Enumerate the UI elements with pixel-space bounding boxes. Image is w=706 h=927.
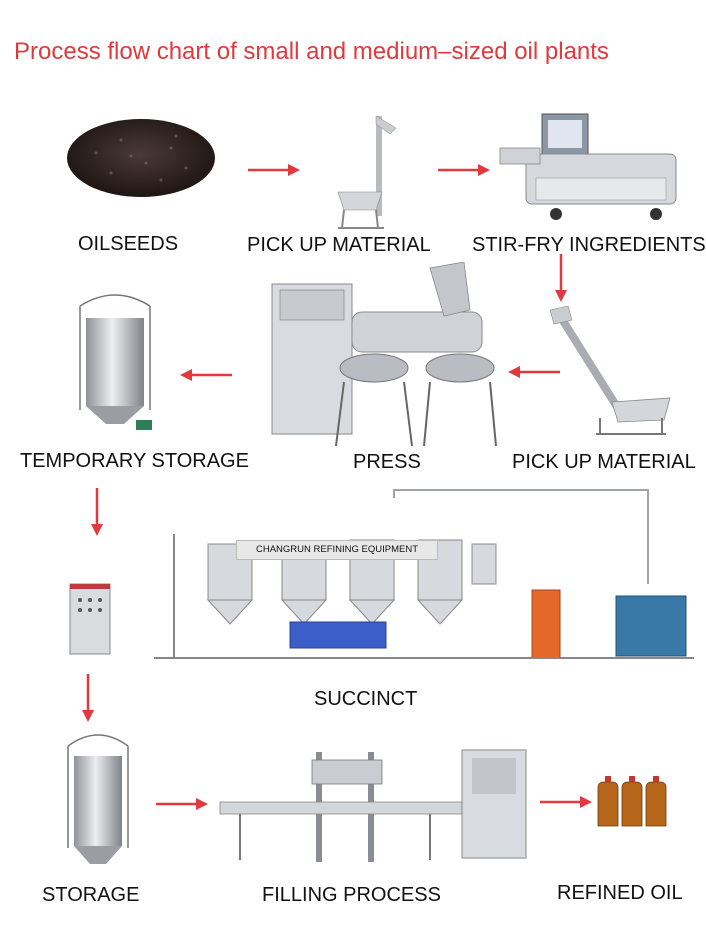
label-temporary-storage: TEMPORARY STORAGE [20,450,249,472]
arrow-down-3 [80,672,96,724]
refining-banner: CHANGRUN REFINING EQUIPMENT [236,540,438,560]
storage-tank-image [62,724,134,874]
filling-machine-image [216,738,534,868]
control-cabinet-image [68,582,112,658]
oil-bottles-image [594,772,670,830]
arrow-left-1 [178,367,234,383]
bucket-elevator-image [332,112,412,232]
label-pickup-2: PICK UP MATERIAL [512,451,696,473]
oilseeds-image [66,118,216,198]
arrow-down-1 [553,252,569,304]
arrow-right-4 [538,794,594,810]
oil-press-image [264,262,500,448]
label-press: PRESS [353,451,421,473]
temporary-storage-tank-image [70,284,160,436]
label-filling-process: FILLING PROCESS [262,884,441,906]
arrow-right-1 [246,162,302,178]
arrow-left-2 [506,364,562,380]
screw-conveyor-image [546,306,672,436]
refining-equipment-image [154,484,698,670]
roaster-image [496,112,696,224]
arrow-right-2 [436,162,492,178]
arrow-right-3 [154,796,210,812]
label-succinct: SUCCINCT [314,688,418,710]
chart-title: Process flow chart of small and medium–s… [14,38,609,65]
label-pickup-1: PICK UP MATERIAL [247,234,431,256]
label-refined-oil: REFINED OIL [557,882,683,904]
label-oilseeds: OILSEEDS [78,233,179,255]
label-stir-fry: STIR-FRY INGREDIENTS [472,234,706,256]
refining-banner-text: CHANGRUN REFINING EQUIPMENT [255,544,419,555]
arrow-down-2 [89,486,105,538]
label-storage: STORAGE [42,884,140,906]
